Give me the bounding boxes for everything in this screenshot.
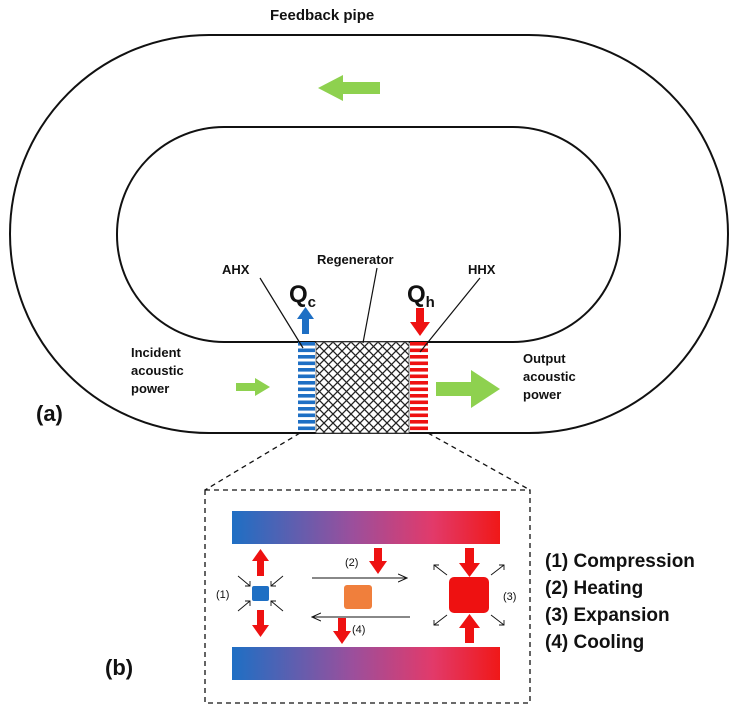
ahx-heat-exchanger xyxy=(298,342,315,431)
exchanger-stripe xyxy=(410,407,428,411)
zoom-line-left xyxy=(204,432,301,491)
qc-label: Qc xyxy=(289,281,316,311)
exchanger-stripe xyxy=(298,413,315,418)
exchanger-stripe xyxy=(298,426,315,431)
upper-wall-gradient xyxy=(232,511,500,544)
step-label-4: (4) xyxy=(352,624,365,636)
exchanger-stripe xyxy=(410,368,428,372)
regenerator-label: Regenerator xyxy=(317,252,394,267)
exchanger-stripe xyxy=(410,381,428,385)
zoom-box xyxy=(204,489,531,704)
exchanger-stripe xyxy=(410,400,428,405)
exchanger-stripe xyxy=(298,355,315,359)
inner-loop-pipe xyxy=(116,126,621,343)
exchanger-stripe xyxy=(298,342,315,346)
exchanger-stripe xyxy=(298,361,315,366)
parcel-heating xyxy=(312,548,407,609)
exchanger-stripe xyxy=(298,387,315,392)
lower-wall-gradient xyxy=(232,647,500,680)
exchanger-stripe xyxy=(410,394,428,398)
ahx-leader-line xyxy=(259,277,304,349)
process-legend: (1) Compression (2) Heating (3) Expansio… xyxy=(545,551,695,653)
exchanger-stripe xyxy=(410,361,428,366)
exchanger-stripe xyxy=(298,348,315,353)
step-label-1: (1) xyxy=(216,589,229,601)
panel-b-label: (b) xyxy=(105,655,133,680)
exchanger-stripe xyxy=(410,342,428,346)
output-power-label: Output acoustic power xyxy=(523,351,579,402)
hhx-label: HHX xyxy=(468,262,496,277)
output-power-arrow xyxy=(436,370,500,408)
exchanger-stripe xyxy=(298,368,315,372)
regenerator-leader-line xyxy=(362,267,378,344)
parcel-compression xyxy=(237,549,284,637)
hhx-heat-exchanger xyxy=(410,342,428,431)
parcel-expansion xyxy=(433,548,505,643)
legend-heating: (2) Heating xyxy=(545,578,643,599)
incident-power-arrow xyxy=(236,378,270,396)
ahx-label: AHX xyxy=(222,262,250,277)
legend-expansion: (3) Expansion xyxy=(545,605,670,626)
exchanger-stripe xyxy=(410,374,428,379)
exchanger-stripe xyxy=(410,355,428,359)
exchanger-stripe xyxy=(410,387,428,392)
exchanger-stripe xyxy=(298,381,315,385)
exchanger-stripe xyxy=(298,374,315,379)
qc-heat-arrow xyxy=(297,307,314,334)
qh-heat-arrow xyxy=(410,308,430,336)
exchanger-stripe xyxy=(298,400,315,405)
feedback-pipe-label: Feedback pipe xyxy=(270,7,374,24)
qh-label: Qh xyxy=(407,281,435,311)
exchanger-stripe xyxy=(410,420,428,424)
regenerator xyxy=(315,341,410,434)
exchanger-stripe xyxy=(298,394,315,398)
legend-cooling: (4) Cooling xyxy=(545,632,644,653)
exchanger-stripe xyxy=(298,407,315,411)
feedback-flow-arrow xyxy=(318,75,380,101)
exchanger-stripe xyxy=(410,348,428,353)
parcel-cooling xyxy=(312,617,410,644)
exchanger-stripe xyxy=(410,426,428,431)
legend-compression: (1) Compression xyxy=(545,551,695,572)
zoom-line-right xyxy=(427,432,531,491)
step-label-3: (3) xyxy=(503,591,516,603)
incident-power-label: Incident acoustic power xyxy=(131,345,187,396)
step-label-2: (2) xyxy=(345,557,358,569)
exchanger-stripe xyxy=(298,420,315,424)
hhx-leader-line xyxy=(419,277,481,353)
exchanger-stripe xyxy=(410,413,428,418)
panel-a-label: (a) xyxy=(36,401,63,426)
